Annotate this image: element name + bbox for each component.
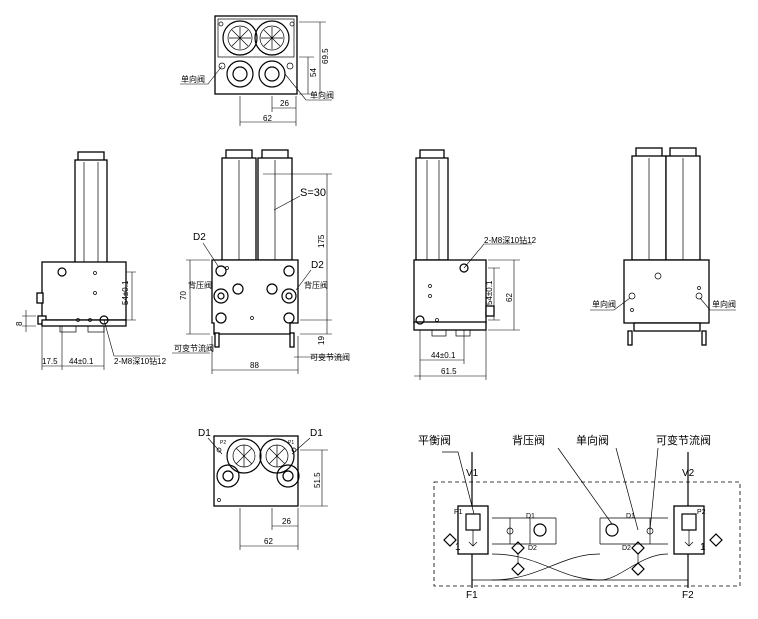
left-label-holes: 2-M8深10钻12 <box>114 356 167 366</box>
top-view-valve-cap-right <box>254 20 290 56</box>
bottom-label-p2: P2 <box>220 440 226 446</box>
back-view: 单向阀 单向阀 <box>590 147 736 346</box>
schematic-title-check: 单向阀 <box>576 433 609 447</box>
left-side-view: 54±0.1 8 17.5 44±0.1 2-M8深10钻12 <box>15 151 167 370</box>
top-label-check-valve-left: 单向阀 <box>181 74 205 84</box>
front-backpressure-right <box>281 288 297 304</box>
schematic-port-v2: V2 <box>682 468 695 479</box>
back-check-valve-left <box>628 292 636 300</box>
back-body <box>623 259 710 324</box>
front-label-throttle-left: 可变节流阀 <box>174 343 214 353</box>
schematic-port-d1-left: D1 <box>526 513 535 520</box>
left-dim-44: 44±0.1 <box>69 357 94 366</box>
bottom-dim-51-5: 51.5 <box>313 472 322 488</box>
schematic-port-p2: P2 <box>697 509 706 516</box>
top-dim-69-5: 69.5 <box>321 48 330 64</box>
schematic-boundary <box>433 481 741 587</box>
schematic-port-p1: P1 <box>454 509 463 516</box>
front-dim-stroke: S=30 <box>300 187 326 199</box>
back-label-check-left: 单向阀 <box>592 299 616 309</box>
right-label-holes: 2-M8深10钻12 <box>484 235 537 245</box>
schematic-label-one-left: 1 <box>455 542 461 553</box>
schematic-port-d1-right: D1 <box>626 513 635 520</box>
top-dim-26: 26 <box>280 99 289 108</box>
top-view-check-valve-left <box>218 62 226 70</box>
schematic-port-d2-left: D2 <box>528 545 537 552</box>
right-side-body <box>413 259 487 324</box>
left-side-body <box>41 261 127 321</box>
front-label-throttle-right: 可变节流阀 <box>310 352 350 362</box>
left-dim-8: 8 <box>15 321 24 326</box>
top-dim-62: 62 <box>263 114 272 123</box>
front-dim-19: 19 <box>317 336 326 345</box>
schematic-title-throttle: 可变节流阀 <box>656 433 711 447</box>
schematic-port-f2: F2 <box>682 590 694 601</box>
schematic-port-d2-right: D2 <box>622 545 631 552</box>
top-dim-54: 54 <box>309 68 318 77</box>
right-dim-61-5: 61.5 <box>441 367 457 376</box>
bottom-view: P2 P1 D1 D1 51.5 26 62 <box>198 428 328 550</box>
top-view-body <box>214 15 298 95</box>
hydraulic-schematic: 平衡阀 背压阀 单向阀 可变节流阀 V1 V2 F1 F2 P1 P2 D1 D… <box>418 433 741 601</box>
right-dim-54: 54±0.1 <box>485 280 494 305</box>
back-label-check-right: 单向阀 <box>712 299 736 309</box>
schematic-port-v1: V1 <box>466 468 479 479</box>
front-label-backpressure-left: 背压阀 <box>188 280 212 290</box>
front-label-d2-right: D2 <box>311 260 324 271</box>
top-view-port-left <box>226 60 254 88</box>
front-label-backpressure-right: 背压阀 <box>304 280 328 290</box>
schematic-title-balance: 平衡阀 <box>418 433 451 447</box>
bottom-dim-62: 62 <box>264 537 273 546</box>
left-side-cylinder <box>74 159 108 264</box>
front-backpressure-left <box>213 288 229 304</box>
schematic-port-f1: F1 <box>466 590 478 601</box>
front-body <box>211 259 299 335</box>
schematic-label-one-right: 1 <box>700 542 706 553</box>
front-dim-175: 175 <box>317 234 326 248</box>
left-dim-17-5: 17.5 <box>42 357 58 366</box>
top-label-check-valve-right: 单向阀 <box>310 90 334 100</box>
bottom-label-d1-right: D1 <box>310 428 323 439</box>
front-dim-70: 70 <box>179 291 188 300</box>
bottom-dim-26: 26 <box>282 517 291 526</box>
front-label-d2-left: D2 <box>193 232 206 243</box>
right-dim-62: 62 <box>505 293 514 302</box>
right-dim-44: 44±0.1 <box>431 351 456 360</box>
front-dim-88: 88 <box>250 361 259 370</box>
front-throttle-right <box>289 332 295 348</box>
top-view-valve-plate <box>217 18 295 58</box>
left-dim-54: 54±0.1 <box>121 280 130 305</box>
top-view-check-valve-right <box>286 62 294 70</box>
bottom-label-p1: P1 <box>288 440 294 446</box>
schematic-title-backpressure: 背压阀 <box>512 433 545 447</box>
front-throttle-left <box>214 332 220 348</box>
back-check-valve-right <box>695 292 703 300</box>
bottom-valve-left <box>226 438 262 474</box>
bottom-label-d1-left: D1 <box>198 428 211 439</box>
top-view-valve-cap-left <box>222 20 258 56</box>
right-side-cylinder <box>415 157 449 261</box>
right-side-view: 54±0.1 62 44±0.1 61.5 2-M8深10钻12 <box>413 149 537 380</box>
front-view: S=30 175 70 19 88 D2 D2 背压阀 背压阀 可变节流阀 可变… <box>172 149 350 374</box>
top-view: 54 69.5 26 62 单向阀 单向阀 <box>180 15 334 126</box>
